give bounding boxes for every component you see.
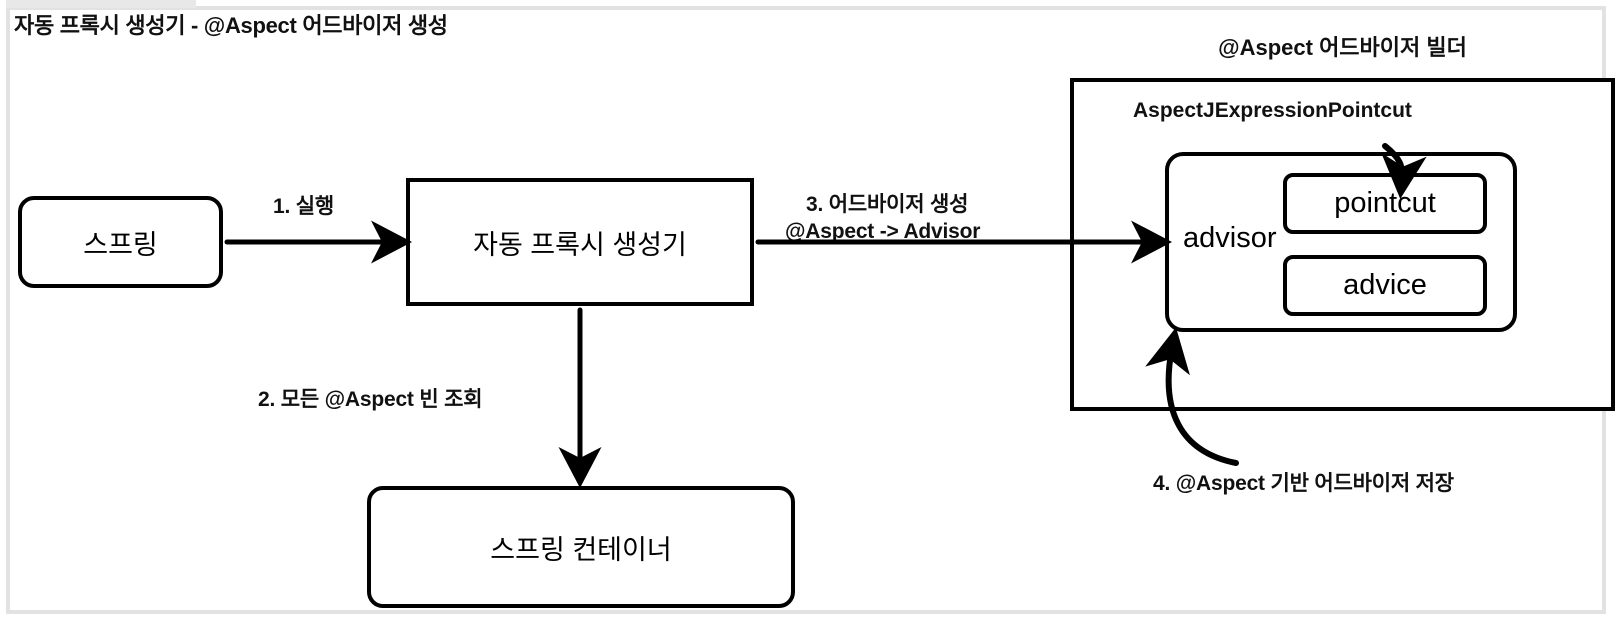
aspectj-expression-pointcut-label: AspectJExpressionPointcut	[1133, 99, 1412, 122]
edge-label-step1: 1. 실행	[273, 195, 334, 218]
edge-label-step4: 4. @Aspect 기반 어드바이저 저장	[1153, 472, 1454, 495]
panel-title: @Aspect 어드바이저 빌더	[1218, 35, 1467, 60]
page-title: 자동 프록시 생성기 - @Aspect 어드바이저 생성	[14, 13, 448, 38]
edge-label-step3-line1: 3. 어드바이저 생성	[806, 193, 969, 216]
node-spring-container-label: 스프링 컨테이너	[490, 534, 672, 565]
node-auto-proxy-creator-label: 자동 프록시 생성기	[473, 229, 687, 260]
node-spring-label: 스프링	[83, 229, 158, 260]
edge-label-step2: 2. 모든 @Aspect 빈 조회	[258, 388, 483, 411]
frame-top-notch	[6, 0, 196, 8]
node-pointcut[interactable]: pointcut	[1283, 173, 1487, 234]
node-pointcut-label: pointcut	[1334, 187, 1436, 219]
node-advice-label: advice	[1343, 269, 1427, 301]
node-spring[interactable]: 스프링	[18, 196, 223, 288]
node-advice[interactable]: advice	[1283, 255, 1487, 316]
node-spring-container[interactable]: 스프링 컨테이너	[367, 486, 795, 608]
edge-label-step3-line2: @Aspect -> Advisor	[785, 220, 981, 243]
node-advisor-label: advisor	[1183, 222, 1277, 254]
node-auto-proxy-creator[interactable]: 자동 프록시 생성기	[406, 178, 754, 306]
